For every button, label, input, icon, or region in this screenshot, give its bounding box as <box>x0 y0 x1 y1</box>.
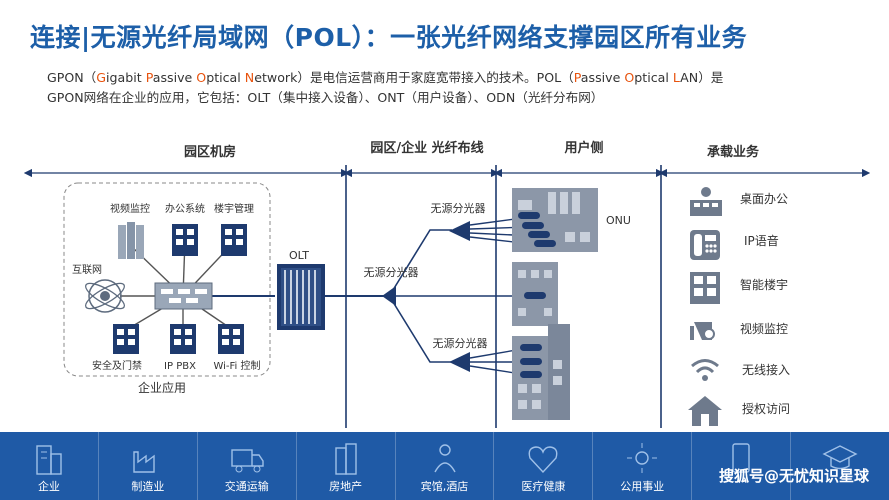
home-access-icon <box>688 396 722 426</box>
ip-pbx-label: IP PBX <box>164 361 196 372</box>
pol-network-diagram: 园区机房 园区/企业 光纤布线 用户侧 承载业务 企业应用 互联网 视频监控 <box>23 140 871 428</box>
wifi-controller-label: Wi-Fi 控制 <box>213 359 260 372</box>
education-icon <box>732 443 750 473</box>
video-monitor-label: 视频监控 <box>110 202 150 215</box>
intro-text: GPON（Gigabit Passive Optical Network）是电信… <box>47 68 847 108</box>
office-building-icon <box>512 262 558 326</box>
service-label-auth-access: 授权访问 <box>742 401 790 416</box>
section-label-user-side: 用户侧 <box>563 140 603 156</box>
security-access-icon <box>113 324 139 354</box>
olt-device-icon <box>277 264 325 330</box>
building-mgmt-label: 楼宇管理 <box>214 202 254 215</box>
sector-9 <box>791 432 889 500</box>
security-label: 安全及门禁 <box>92 359 142 372</box>
fiber-lines <box>325 216 541 376</box>
industry-bar: 企业 制造业 交通运输 房地产 宾馆,酒店 医疗健康 公用事业 <box>0 432 889 500</box>
sector-manufacturing: 制造业 <box>99 432 198 500</box>
heart-icon <box>528 446 558 474</box>
ip-pbx-icon <box>170 324 196 354</box>
internet-globe-icon <box>84 279 126 313</box>
smart-building-icon <box>690 272 720 304</box>
sector-label: 房地产 <box>329 480 363 493</box>
sector-label: 企业 <box>37 480 60 493</box>
splitter-mid-label: 无源分光器 <box>364 265 419 279</box>
sector-utilities: 公用事业 <box>593 432 693 500</box>
sector-label: 制造业 <box>131 480 165 493</box>
wifi-controller-icon <box>218 324 244 354</box>
sector-enterprise: 企业 <box>0 432 99 500</box>
splitter-top-icon <box>449 221 470 241</box>
enterprise-apps-box <box>63 182 271 377</box>
camera-icon <box>690 322 715 340</box>
page-title: 连接|无源光纤局域网（POL）：一张光纤网络支撑园区所有业务 <box>30 23 748 52</box>
onu-label: ONU <box>606 214 631 227</box>
internet-label: 互联网 <box>72 264 102 276</box>
factory-icon <box>133 451 155 473</box>
watermark: 搜狐号@无忧知识星球 <box>718 467 869 485</box>
service-label-video: 视频监控 <box>740 321 788 336</box>
intro-line-1: GPON（Gigabit Passive Optical Network）是电信… <box>47 70 724 85</box>
real-estate-icon <box>334 443 357 475</box>
office-system-icon <box>172 224 198 256</box>
splitter-bot-icon <box>449 352 470 372</box>
service-label-desktop: 桌面办公 <box>740 191 788 206</box>
sector-real-estate: 房地产 <box>297 432 396 500</box>
ip-phone-icon <box>690 230 720 260</box>
building-mgmt-icon <box>221 224 247 256</box>
onu-devices-top <box>518 212 556 247</box>
service-label-ip-voice: IP语音 <box>744 233 779 248</box>
tower-building-icon <box>512 324 570 420</box>
hotel-icon <box>433 444 456 473</box>
graduation-icon <box>822 445 858 470</box>
service-label-smart-building: 智能楼宇 <box>740 277 788 292</box>
truck-icon <box>231 449 264 473</box>
sector-healthcare: 医疗健康 <box>494 432 594 500</box>
sector-transport: 交通运输 <box>198 432 297 500</box>
desktop-office-icon <box>690 187 722 216</box>
sector-label: 交通运输 <box>224 480 269 493</box>
office-building-icon <box>36 445 62 475</box>
splitter-mid-icon <box>382 286 396 306</box>
office-system-label: 办公系统 <box>165 202 205 215</box>
sector-8 <box>692 432 792 500</box>
service-label-wireless: 无线接入 <box>742 362 790 377</box>
sun-icon <box>627 443 658 473</box>
sector-label: 宾馆,酒店 <box>420 480 469 493</box>
sector-label: 医疗健康 <box>521 480 566 493</box>
video-server-icon <box>118 222 144 259</box>
section-label-services: 承载业务 <box>707 144 760 160</box>
splitter-top-label: 无源分光器 <box>431 201 486 215</box>
wifi-icon <box>691 359 719 381</box>
section-label-machine-room: 园区机房 <box>184 144 236 160</box>
splitter-bot-label: 无源分光器 <box>433 336 488 350</box>
section-label-cabling: 园区/企业 光纤布线 <box>370 140 483 156</box>
intro-line-2: GPON网络在企业的应用，它包括：OLT（集中接入设备）、ONT（用户设备）、O… <box>47 90 604 105</box>
sector-hotel: 宾馆,酒店 <box>396 432 495 500</box>
enterprise-apps-label: 企业应用 <box>138 380 186 395</box>
sector-label: 公用事业 <box>620 480 665 493</box>
olt-label: OLT <box>289 249 309 262</box>
